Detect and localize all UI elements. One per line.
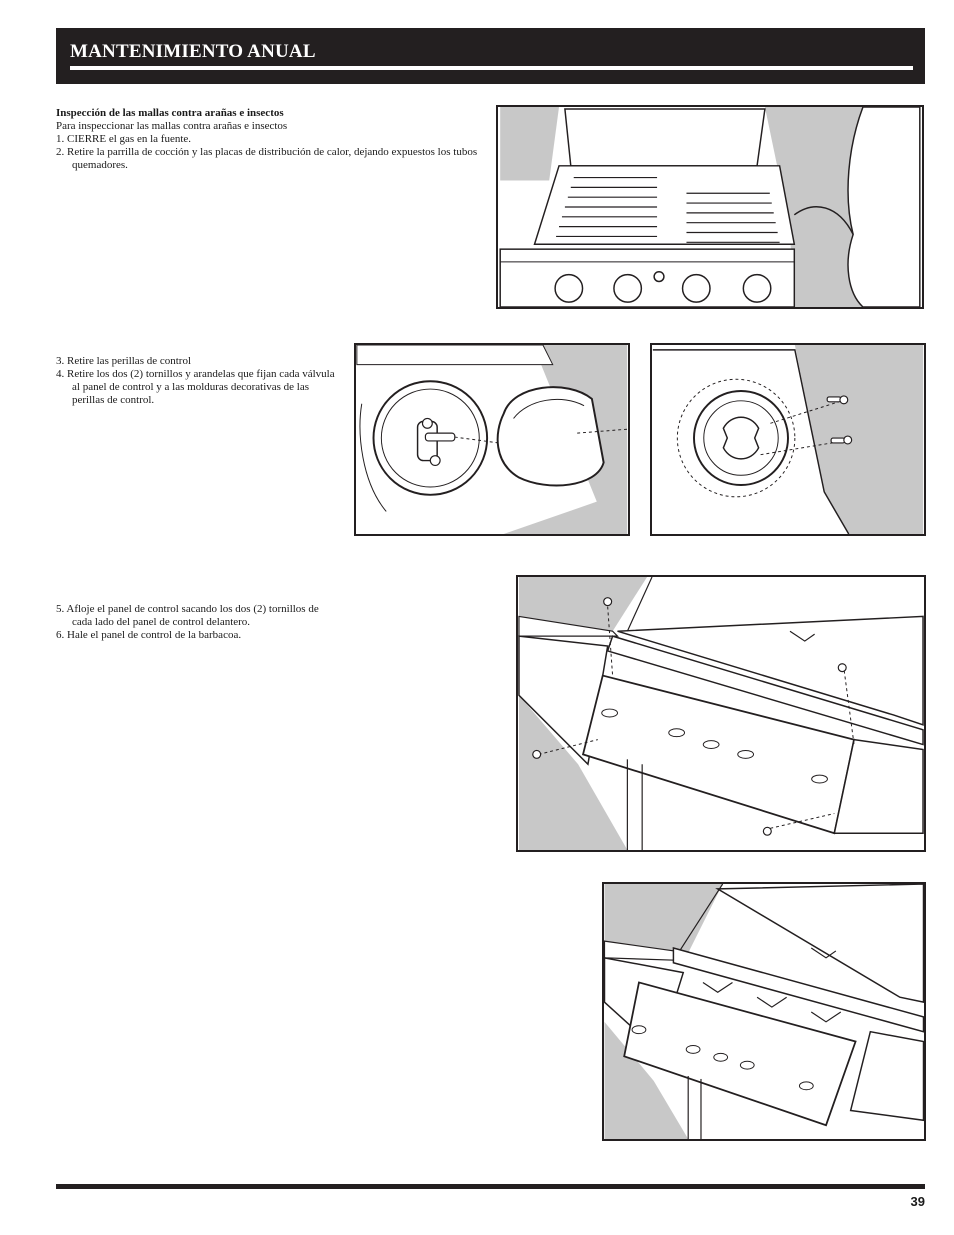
step-2: 2. Retire la parrilla de cocción y las p… [56,146,478,171]
section-control-panel: 5. Afloje el panel de control sacando lo… [56,603,341,642]
figure-control-panel-screws [516,575,926,852]
page-title: MANTENIMIENTO ANUAL [70,41,316,62]
footer-rule [56,1184,925,1189]
control-panel-removed-illustration [604,884,924,1139]
valve-screws-illustration [652,345,924,534]
step-1: 1. CIERRE el gas en la fuente. [56,133,192,145]
section-spider-screens: Inspección de las mallas contra arañas e… [56,107,481,172]
figure-knob-removal [354,343,630,536]
control-panel-screws-illustration [518,577,924,850]
figure-grill-grates [496,105,924,309]
knob-removal-illustration [356,345,628,534]
section-control-knobs: 3. Retire las perillas de control 4. Ret… [56,355,341,407]
figure-valve-screws [650,343,926,536]
step-6: 6. Hale el panel de control de la barbac… [56,629,242,641]
figure-control-panel-removed [602,882,926,1141]
header-rule [70,66,913,70]
page-header: MANTENIMIENTO ANUAL [56,28,925,84]
step-5: 5. Afloje el panel de control sacando lo… [56,603,319,628]
page-number: 39 [910,1194,925,1209]
section-intro: Para inspeccionar las mallas contra arañ… [56,120,288,132]
grill-grates-illustration [499,107,921,307]
section-heading: Inspección de las mallas contra arañas e… [56,107,284,119]
step-3: 3. Retire las perillas de control [56,355,192,367]
step-4: 4. Retire los dos (2) tornillos y arande… [56,368,335,406]
